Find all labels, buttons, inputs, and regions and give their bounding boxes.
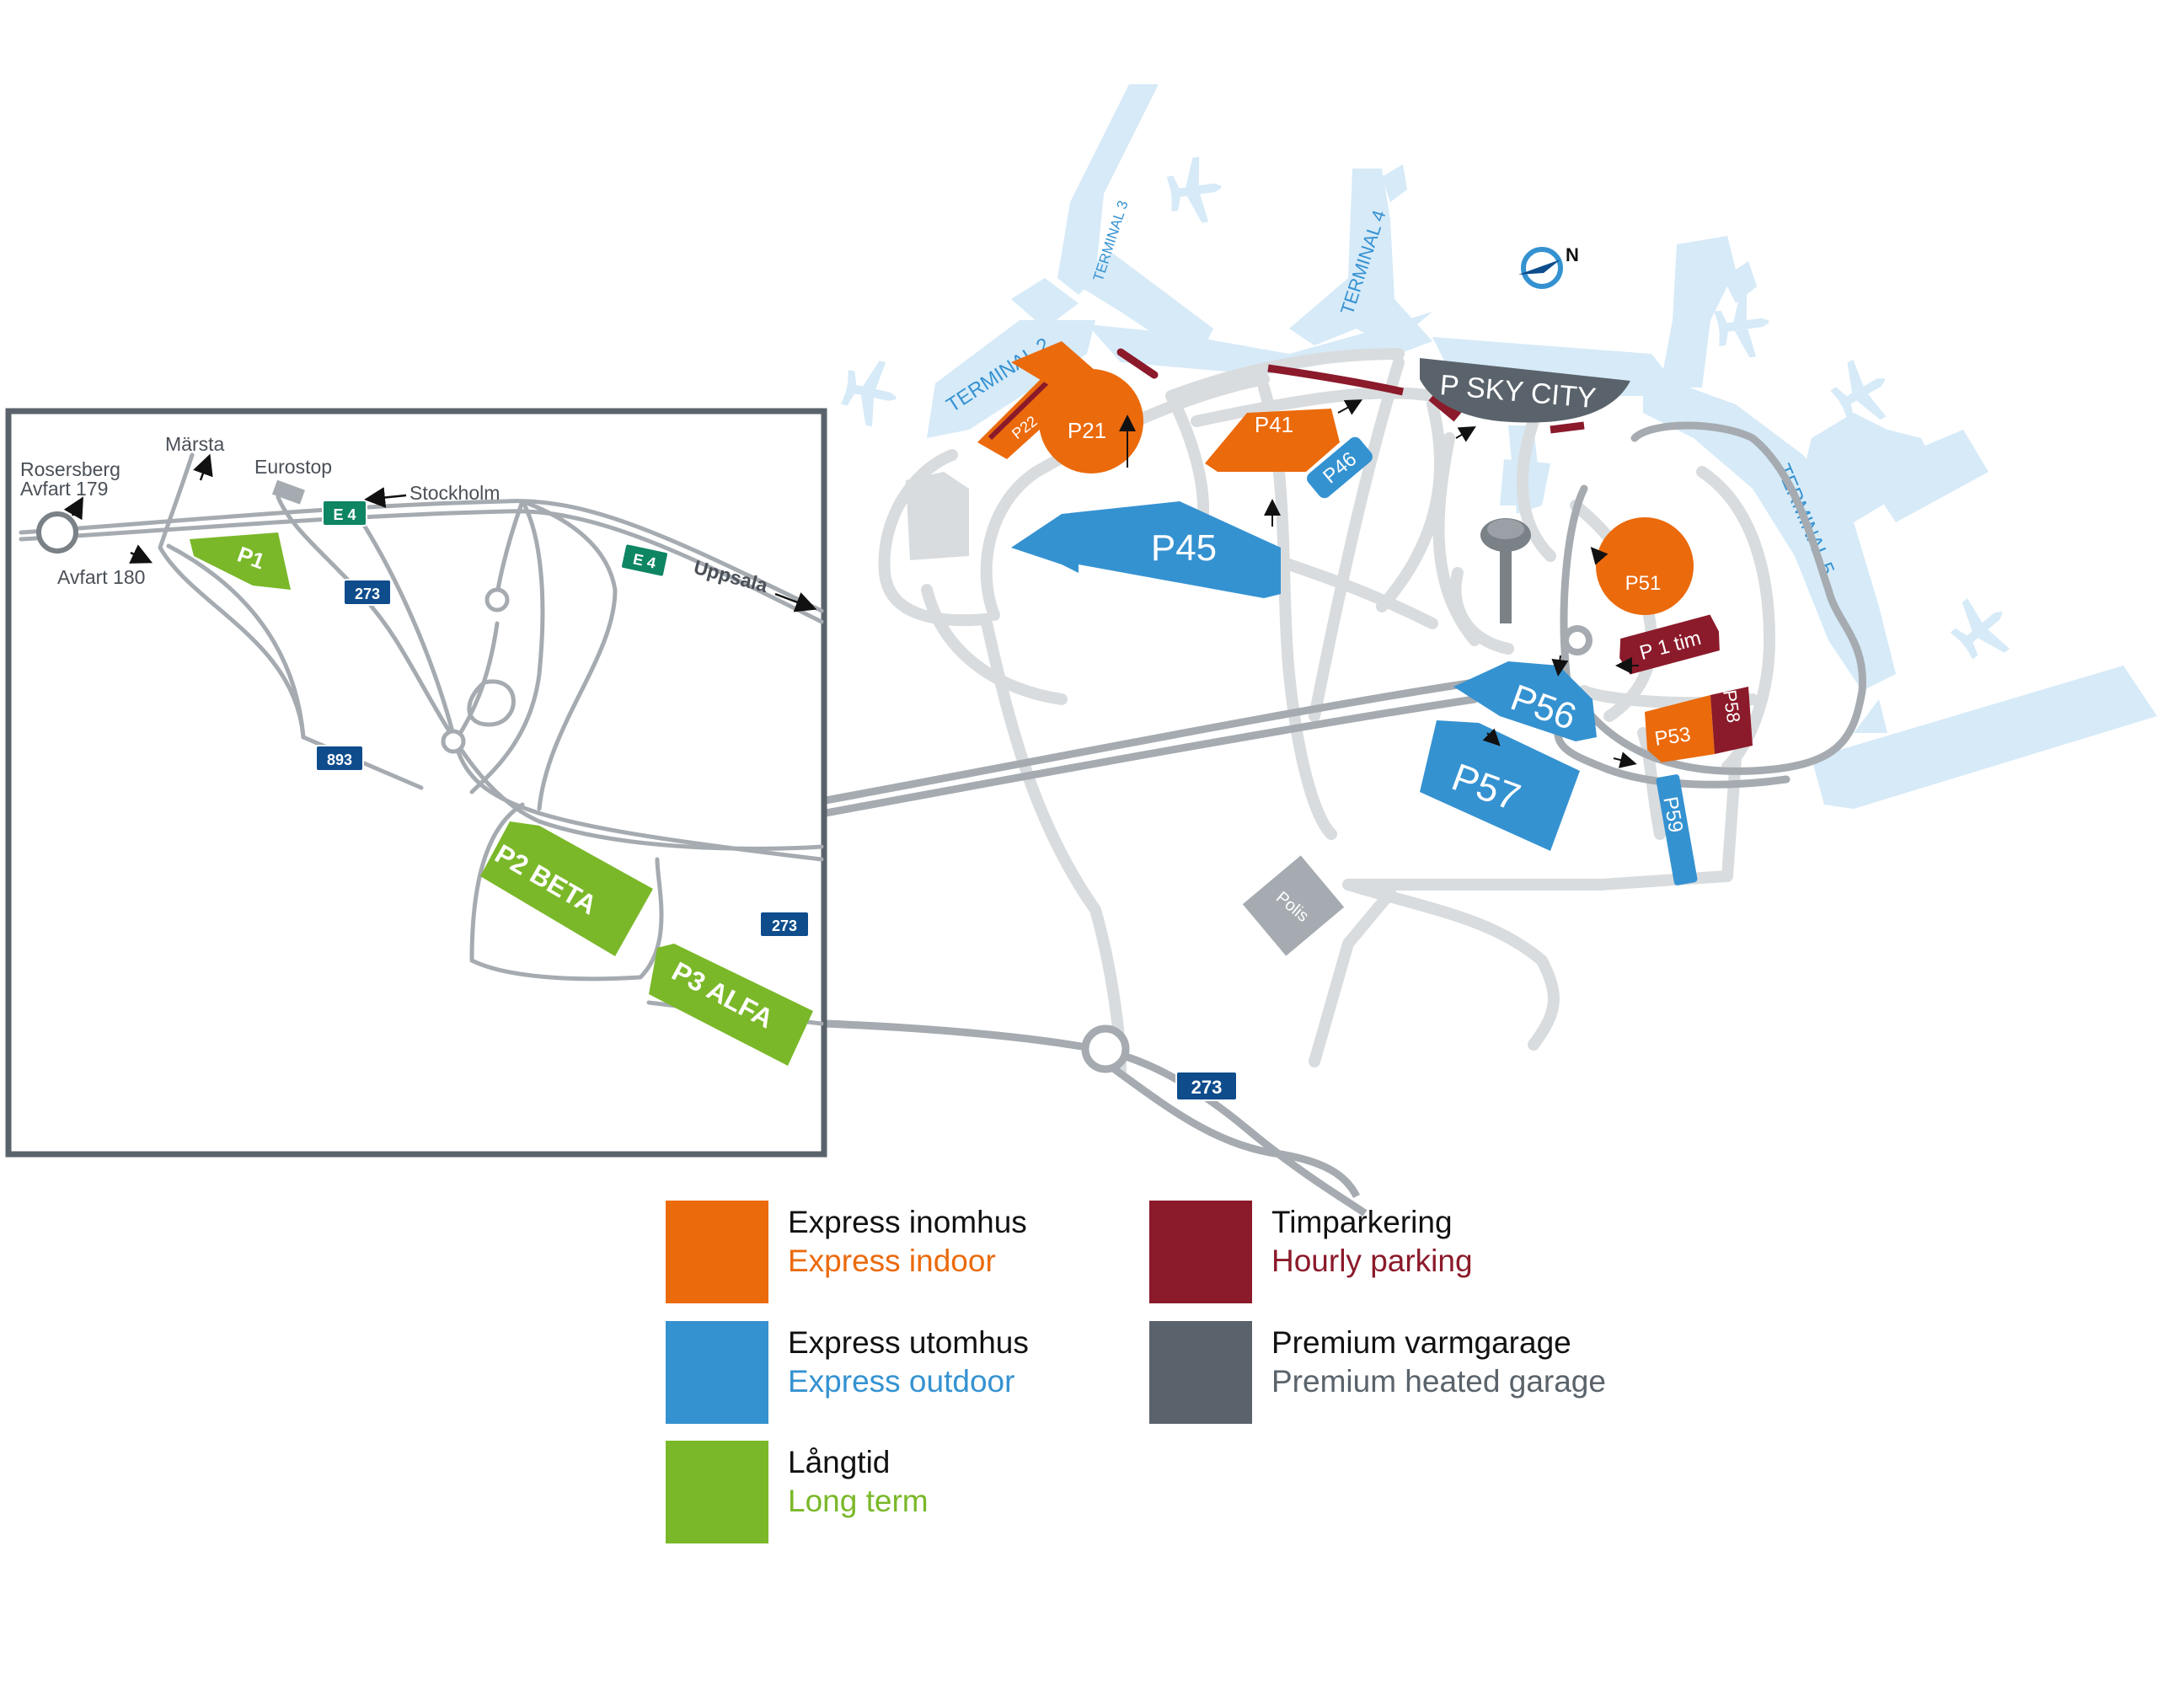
inset-map-frame (5, 408, 827, 1158)
lot-sky-city[interactable]: P SKY CITY (1420, 358, 1630, 423)
avfart-179-label: Avfart 179 (20, 478, 108, 500)
svg-text:273: 273 (355, 586, 380, 602)
inset-place-labels: Märsta Rosersberg Avfart 179 Avfart 180 … (20, 433, 770, 596)
lot-p57[interactable]: P57 (1420, 720, 1580, 851)
legend-swatch-premium (1149, 1321, 1252, 1424)
route-273-shield-c: 273 (1175, 1071, 1238, 1101)
legend-label-en: Long term (788, 1484, 929, 1518)
route-273-shield-b: 273 (759, 911, 810, 938)
compass-label: N (1566, 244, 1579, 265)
hourly-strip-t4[interactable] (1267, 364, 1404, 396)
inset-roundabout-273 (484, 587, 510, 612)
legend-label-sv: Express inomhus (788, 1205, 1027, 1239)
legend-label-en: Express outdoor (788, 1364, 1015, 1399)
lot-p51[interactable]: P51 (1596, 517, 1694, 615)
e4-shield-b: E 4 (620, 543, 669, 578)
lot-p45-label: P45 (1151, 527, 1217, 569)
inset-roundabout-893 (441, 729, 466, 754)
lot-p46[interactable]: P46 (1304, 434, 1375, 500)
lot-p21[interactable]: P21 (1011, 341, 1143, 473)
legend-label-en: Hourly parking (1271, 1244, 1473, 1278)
polis-building: Polis (1242, 855, 1345, 956)
roundabout-273 (1081, 1024, 1368, 1217)
lot-p51-label: P51 (1625, 572, 1662, 595)
lot-p41-label: P41 (1255, 412, 1293, 437)
svg-text:E 4: E 4 (333, 506, 356, 523)
lot-p53-label: P53 (1653, 723, 1692, 751)
svg-text:893: 893 (327, 752, 352, 768)
terminal-buildings (927, 84, 2157, 809)
rosersberg-label: Rosersberg (20, 458, 120, 480)
svg-text:273: 273 (1191, 1077, 1223, 1098)
lot-p58-label: P58 (1719, 688, 1744, 724)
eurostop-label: Eurostop (254, 456, 332, 478)
avfart-180-label: Avfart 180 (57, 566, 145, 588)
e4-shield-a: E 4 (322, 500, 367, 527)
lot-p1[interactable]: P1 (190, 532, 291, 590)
route-273-shield-a: 273 (343, 579, 392, 606)
legend-label-en: Premium heated garage (1271, 1364, 1606, 1399)
lot-p45[interactable]: P45 (1011, 501, 1281, 598)
hourly-strip-skycity[interactable] (1428, 391, 1462, 422)
terminal-2-garage-shape (906, 472, 969, 560)
main-access-roads (822, 421, 1866, 1053)
legend-label-sv: Timparkering (1271, 1205, 1453, 1239)
svg-text:273: 273 (772, 917, 797, 934)
lot-p41[interactable]: P41 (1205, 409, 1340, 472)
legend-swatch-express-outdoor (666, 1321, 768, 1424)
legend-swatch-express-indoor (666, 1201, 768, 1303)
inset-roundabout-rosersberg (36, 511, 78, 554)
hourly-strip-skycity-east[interactable] (1550, 421, 1585, 434)
control-tower-icon (1480, 518, 1531, 623)
legend-swatch-long-term (666, 1441, 768, 1543)
legend-swatch-hourly (1149, 1201, 1252, 1303)
route-shields: E 4 E 4 273 893 273 273 (315, 500, 1238, 1101)
lot-p58[interactable]: P58 (1710, 687, 1753, 754)
marsta-label: Märsta (165, 433, 225, 455)
route-893-shield: 893 (315, 745, 364, 772)
entry-arrows (1119, 399, 1639, 768)
legend-label-sv: Långtid (788, 1445, 891, 1479)
stockholm-label: Stockholm (410, 482, 500, 504)
legend-label-sv: Premium varmgarage (1271, 1325, 1571, 1360)
lot-p2-beta[interactable]: P2 BETA (480, 821, 653, 956)
lot-p21-label: P21 (1068, 418, 1106, 443)
legend-label-en: Express indoor (788, 1244, 996, 1278)
roundabout-p56 (1562, 625, 1592, 655)
north-compass-icon: N (1518, 244, 1579, 289)
hourly-strip-t2[interactable] (1116, 348, 1159, 379)
lot-p1-tim[interactable]: P 1 tim (1614, 613, 1723, 676)
direction-arrows (63, 453, 817, 612)
legend-label-sv: Express utomhus (788, 1325, 1029, 1360)
lot-p53[interactable]: P53 (1645, 695, 1715, 762)
eurostop-building (271, 479, 305, 505)
